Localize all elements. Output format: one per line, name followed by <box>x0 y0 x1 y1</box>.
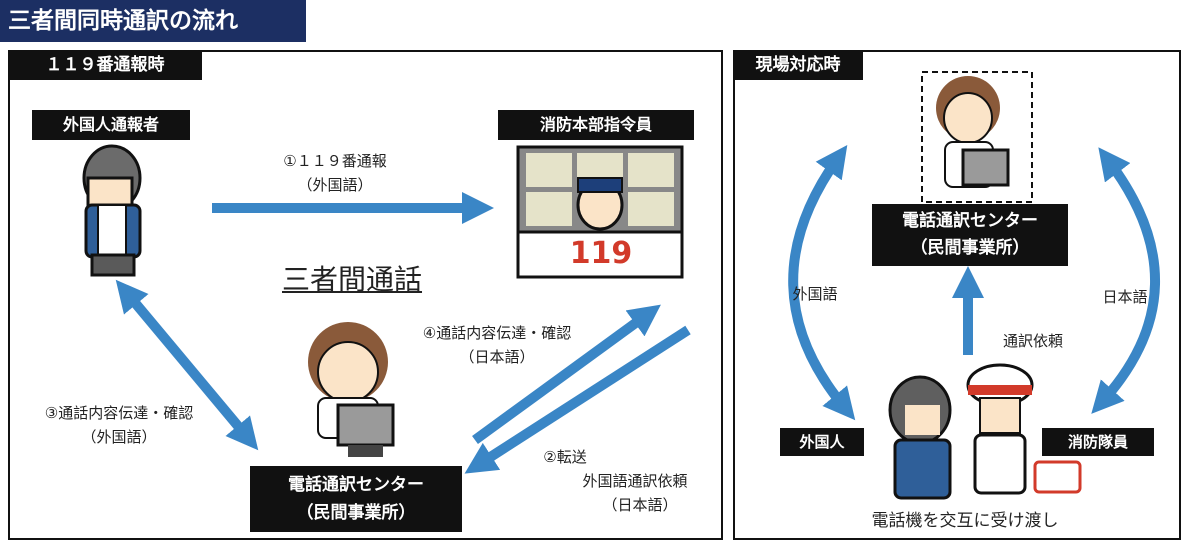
operator-figure-left <box>308 322 395 457</box>
caller-label: 外国人通報者 <box>32 110 190 140</box>
arrow-foreign-lang <box>788 144 856 421</box>
center-label-right-line1: 電話通訳センター <box>902 211 1038 231</box>
center-label-left-line1: 電話通訳センター <box>288 475 424 495</box>
step2-line3: （日本語） <box>602 496 678 514</box>
center-label-left: 電話通訳センター （民間事業所） <box>250 466 462 532</box>
firefighter-label: 消防隊員 <box>1042 428 1154 456</box>
step2-line1: ②転送 <box>543 448 587 466</box>
step2-line2: 外国語通訳依頼 <box>582 472 688 490</box>
center-label-right-line2: （民間事業所） <box>910 238 1030 258</box>
step1-line1: ①１１９番通報 <box>283 152 387 170</box>
request-label: 通訳依頼 <box>1002 332 1063 350</box>
arrow-step3 <box>115 279 259 451</box>
caller-figure <box>82 144 142 277</box>
left-panel-heading: １１９番通報時 <box>8 50 202 80</box>
foreigner-label: 外国人 <box>780 428 864 456</box>
center-label-right: 電話通訳センター （民間事業所） <box>872 204 1068 266</box>
operator-figure-right <box>936 76 1010 188</box>
arrow-step2 <box>464 325 691 474</box>
arrow-step4 <box>472 304 661 445</box>
step4-line1: ④通話内容伝達・確認 <box>422 324 572 342</box>
operator-frame <box>921 71 1033 203</box>
arrow-japanese <box>1091 147 1160 414</box>
step4-line2: （日本語） <box>459 348 535 366</box>
page-title: 三者間同時通訳の流れ <box>0 0 306 42</box>
dispatcher-desk <box>516 145 684 279</box>
step3-line2: （外国語） <box>81 428 157 446</box>
handover-label: 電話機を交互に受け渡し <box>871 511 1059 531</box>
right-panel-heading: 現場対応時 <box>733 50 863 80</box>
step3-line1: ③通話内容伝達・確認 <box>44 404 194 422</box>
japanese-label: 日本語 <box>1102 288 1148 306</box>
step1-line2: （外国語） <box>297 176 373 194</box>
foreign-lang-label: 外国語 <box>792 285 838 303</box>
dispatcher-label: 消防本部指令員 <box>498 110 694 140</box>
three-way-call-label: 三者間通話 <box>282 263 423 296</box>
foreigner-and-firefighter <box>888 363 1082 500</box>
center-label-left-line2: （民間事業所） <box>296 503 416 523</box>
sign-119: 119 <box>569 236 633 271</box>
